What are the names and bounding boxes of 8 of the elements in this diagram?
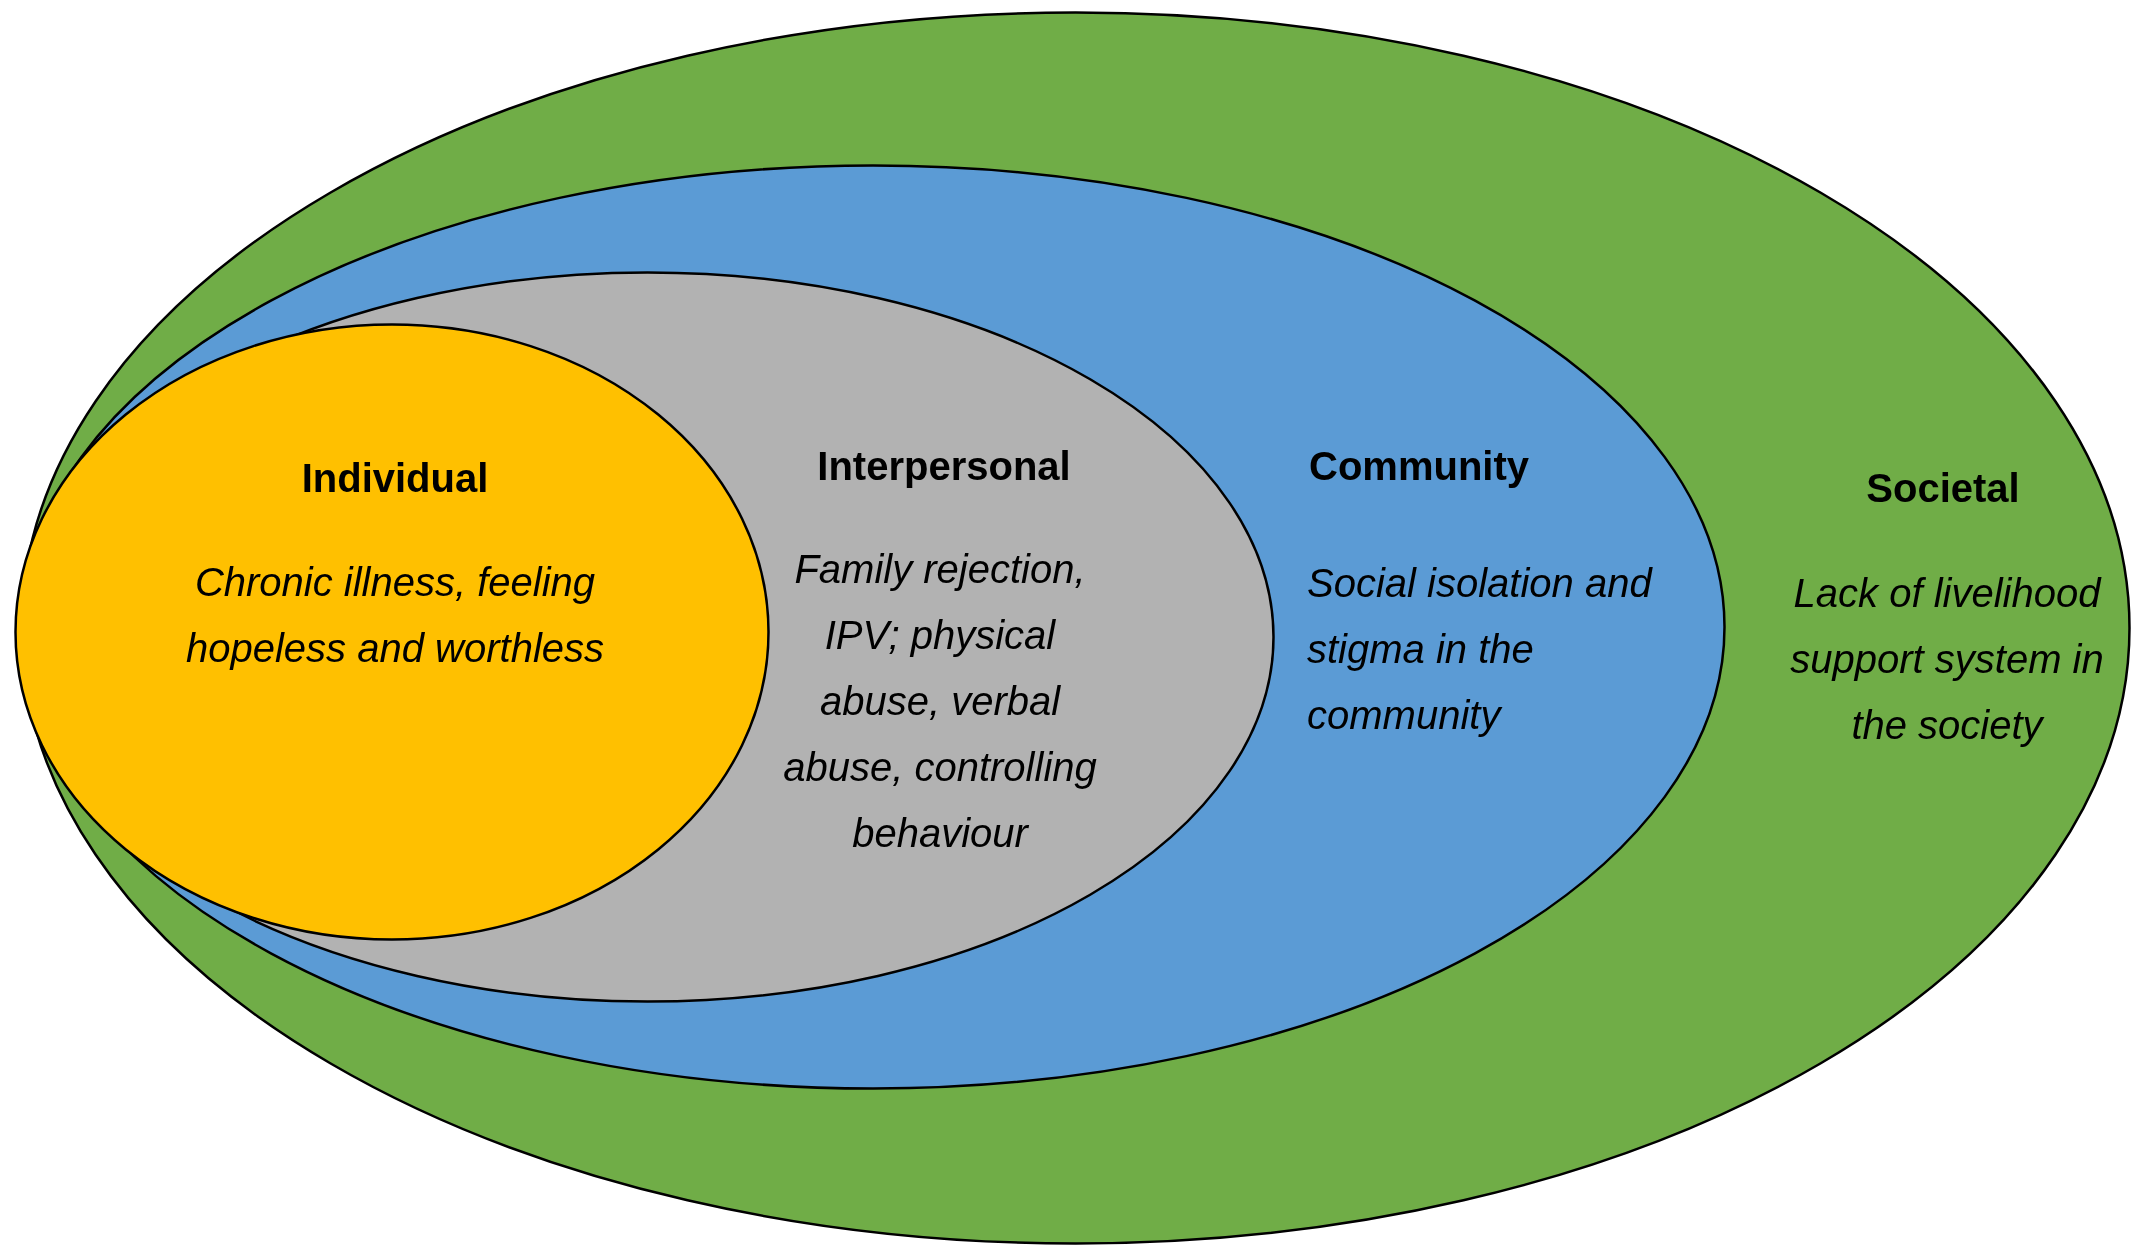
level-description: Chronic illness, feeling hopeless and worthless xyxy=(185,559,605,672)
level-title: Interpersonal xyxy=(816,444,1072,489)
level-title: Community xyxy=(1309,444,1530,489)
level-description: Social isolation and stigma in the community xyxy=(1307,560,1654,739)
level-description: Lack of livelihood support system in the society xyxy=(1789,570,2105,749)
level-description: Family rejection, IPV; physical abuse, verbal abuse, controlling behaviour xyxy=(782,546,1098,857)
level-title: Societal xyxy=(1865,466,2021,511)
level-title: Individual xyxy=(300,456,490,501)
